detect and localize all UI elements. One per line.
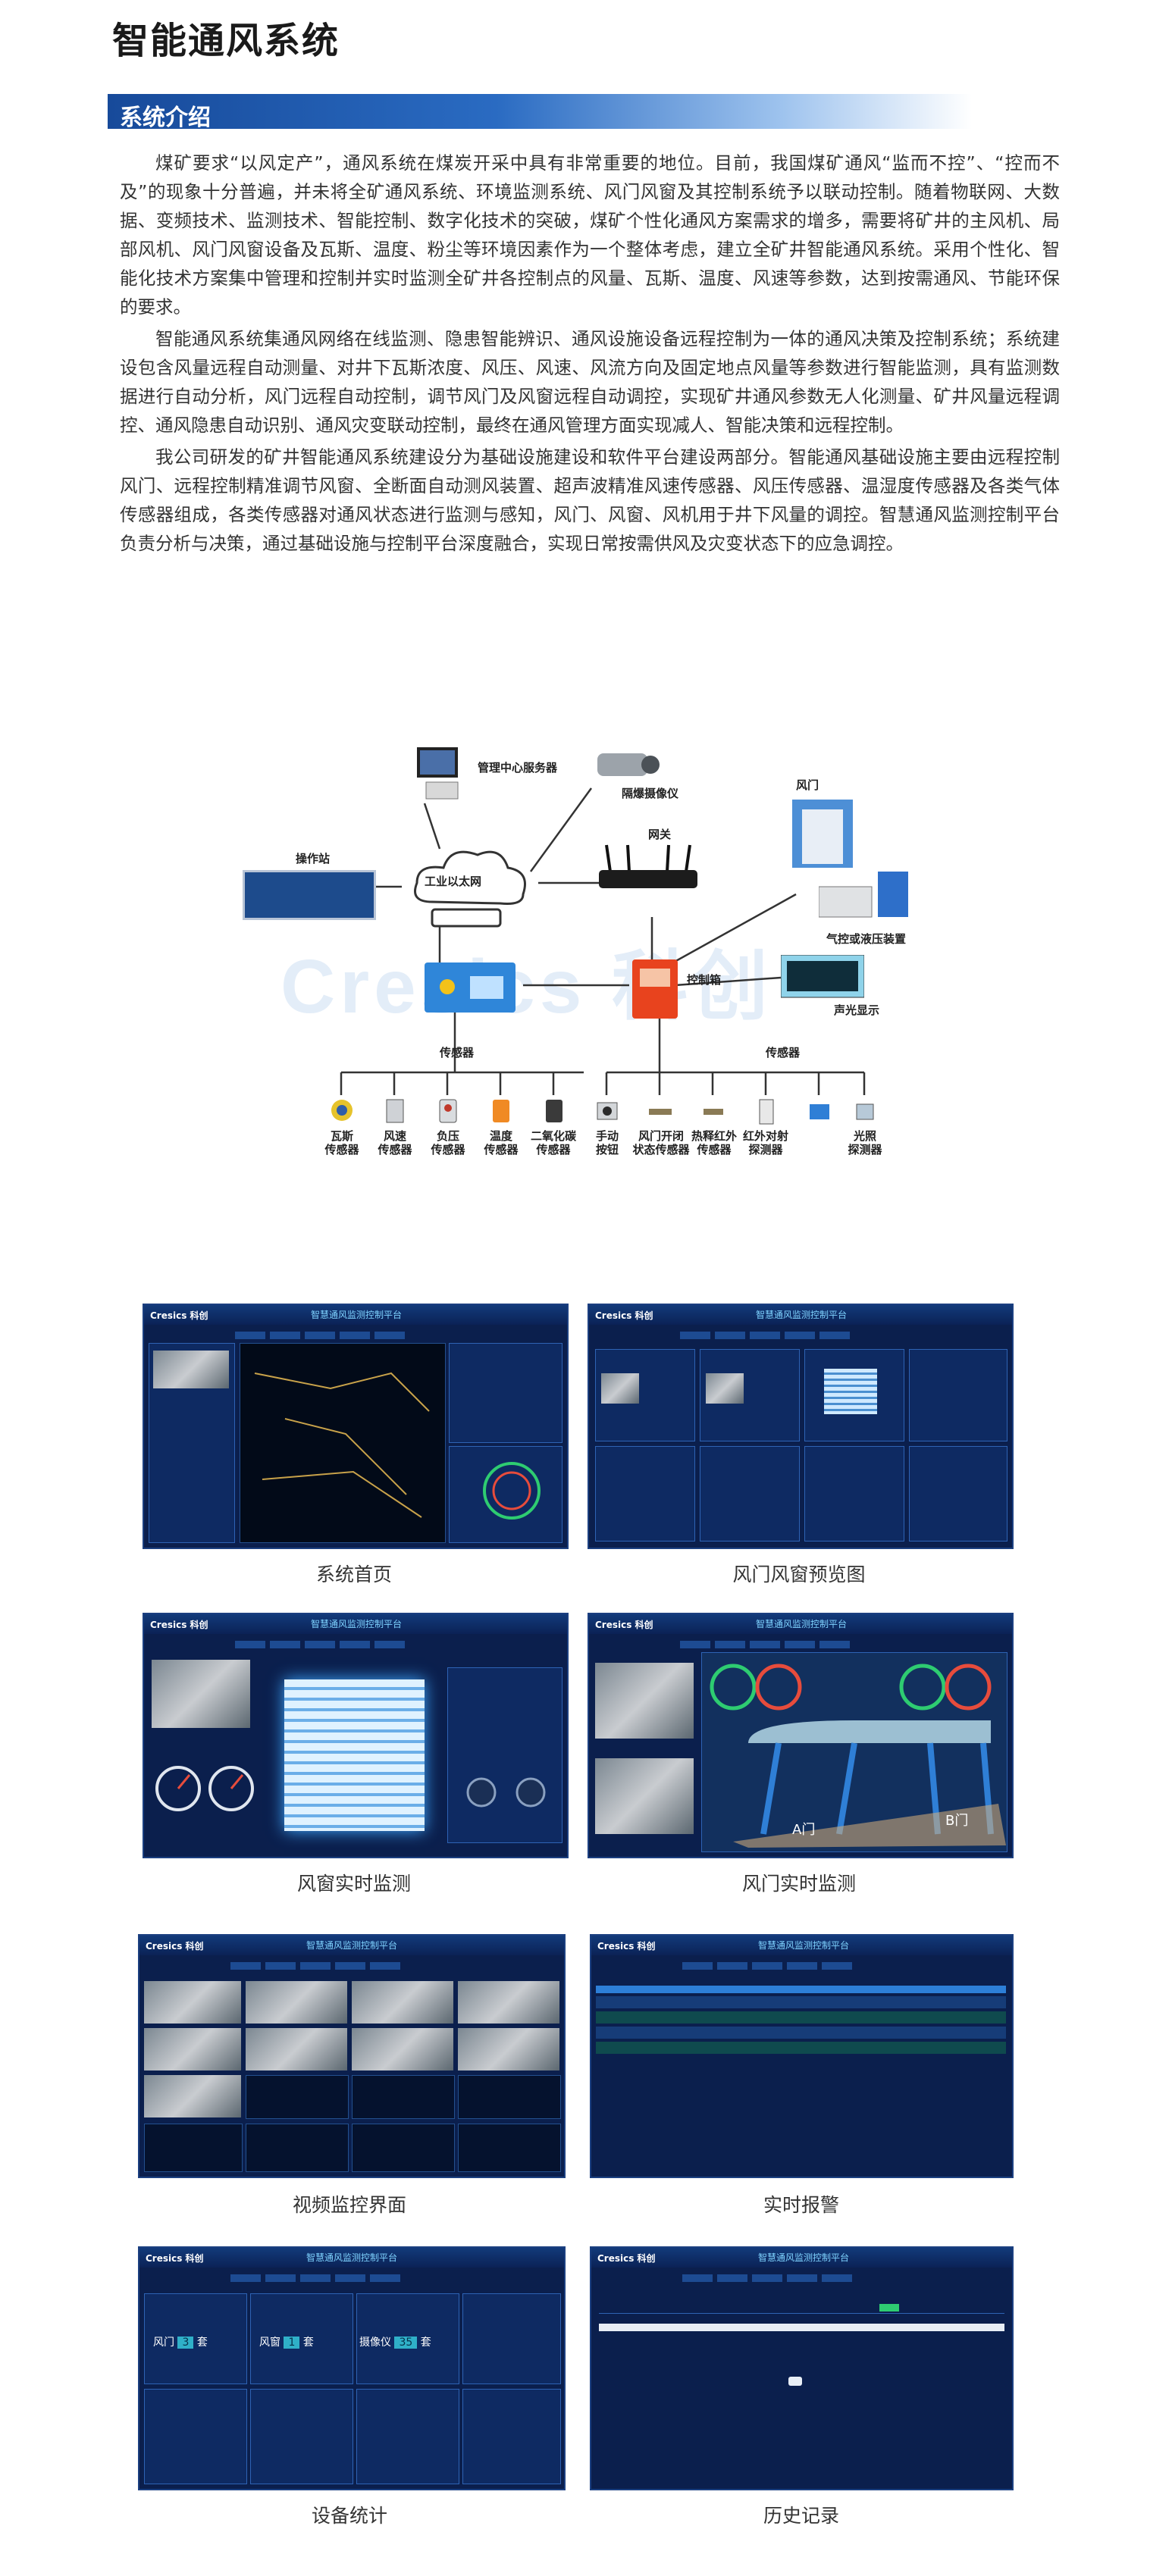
caption-history: 历史记录: [763, 2505, 839, 2527]
co2-sensor-icon: [541, 1097, 567, 1130]
watermark: Cresics 科创: [280, 944, 773, 1029]
section-header: 系统介绍: [108, 94, 972, 131]
caption-alarm: 实时报警: [763, 2194, 839, 2216]
camera-label: 隔爆摄像仪: [622, 787, 679, 800]
sensor-label: 手动按钮: [595, 1129, 619, 1157]
intro-text: 煤矿要求“以风定产”，通风系统在煤炭开采中具有非常重要的地位。目前，我国煤矿通风…: [120, 149, 1060, 561]
door-status-sensor-icon: [647, 1097, 673, 1130]
brand-logo: Cresics 科创: [146, 1941, 204, 1952]
ethernet-cloud-icon: [402, 841, 538, 935]
control-box-icon: [629, 955, 682, 1026]
caption-home: 系统首页: [315, 1563, 392, 1585]
brand-logo: Cresics 科创: [146, 2253, 204, 2264]
brand-logo: Cresics 科创: [150, 1620, 208, 1630]
hydraulic-icon: [818, 872, 910, 928]
infrared-beam-detector-icon: [807, 1097, 832, 1130]
intro-paragraph-2: 智能通风系统集通风网络在线监测、隐患智能辨识、通风设施设备远程控制为一体的通风决…: [120, 328, 1060, 436]
platform-title: 智慧通风监测控制平台: [306, 2252, 397, 2263]
platform-title: 智慧通风监测控制平台: [757, 2252, 849, 2263]
platform-title: 智慧通风监测控制平台: [310, 1619, 402, 1629]
page-title: 智能通风系统: [112, 20, 340, 62]
sensor-label: 风速传感器: [378, 1129, 412, 1157]
substation-icon: [425, 962, 515, 1019]
sensor-group-left-label: 传感器: [440, 1046, 475, 1060]
server-icon: [409, 743, 470, 806]
caption-window-monitor: 风窗实时监测: [296, 1873, 411, 1895]
screen-device-stats: Cresics 科创 智慧通风监测控制平台 风门 3 套 风窗 1 套 摄像仪 3…: [138, 2246, 566, 2490]
platform-title: 智慧通风监测控制平台: [306, 1940, 397, 1951]
sensor-label: 风门开闭状态传感器: [632, 1129, 690, 1157]
pyro-infrared-sensor-icon: [700, 1097, 726, 1130]
server-label: 管理中心服务器: [478, 761, 558, 775]
sensor-label: 二氧化碳传感器: [530, 1129, 576, 1157]
door-b-label: B门: [945, 1813, 969, 1829]
sensor-label: 热释红外传感器: [691, 1129, 737, 1157]
alarm-display-label: 声光显示: [834, 1003, 880, 1017]
control-box-label: 控制箱: [687, 973, 722, 987]
screen-window-monitor: Cresics 科创 智慧通风监测控制平台: [143, 1613, 569, 1858]
caption-video: 视频监控界面: [292, 2194, 406, 2216]
brand-logo: Cresics 科创: [597, 1941, 656, 1952]
brand-logo: Cresics 科创: [595, 1310, 653, 1321]
screen-history: Cresics 科创 智慧通风监测控制平台: [590, 2246, 1014, 2490]
platform-title: 智慧通风监测控制平台: [310, 1310, 402, 1320]
screen-door-monitor: Cresics 科创 智慧通风监测控制平台 A门 B门: [588, 1613, 1014, 1858]
sensor-label: 红外对射探测器: [742, 1129, 788, 1157]
sensor-label: 瓦斯传感器: [324, 1129, 359, 1157]
intro-paragraph-1: 煤矿要求“以风定产”，通风系统在煤炭开采中具有非常重要的地位。目前，我国煤矿通风…: [120, 152, 1060, 318]
sensor-label: 温度传感器: [484, 1129, 519, 1157]
ethernet-label: 工业以太网: [425, 875, 482, 888]
gateway-icon: [599, 841, 697, 897]
workstation-label: 操作站: [296, 852, 331, 865]
platform-title: 智慧通风监测控制平台: [755, 1310, 847, 1320]
temperature-sensor-icon: [488, 1097, 514, 1130]
screen-home: Cresics 科创 智慧通风监测控制平台: [143, 1304, 569, 1549]
brand-logo: Cresics 科创: [597, 2253, 656, 2264]
brand-logo: Cresics 科创: [150, 1310, 208, 1321]
pressure-sensor-icon: [435, 1097, 461, 1130]
screen-alarm: Cresics 科创 智慧通风监测控制平台: [590, 1934, 1014, 2178]
gas-sensor-icon: [329, 1097, 355, 1130]
intro-paragraph-3: 我公司研发的矿井智能通风系统建设分为基础设施建设和软件平台建设两部分。智能通风基…: [120, 446, 1060, 554]
caption-door-window-preview: 风门风窗预览图: [732, 1563, 866, 1585]
sensor-label: 负压传感器: [431, 1129, 465, 1157]
workstation-icon: [243, 870, 376, 920]
caption-door-monitor: 风门实时监测: [741, 1873, 856, 1895]
stat-camera: 摄像仪 35 套: [359, 2337, 431, 2349]
platform-title: 智慧通风监测控制平台: [757, 1940, 849, 1951]
platform-title: 智慧通风监测控制平台: [755, 1619, 847, 1629]
caption-device-stats: 设备统计: [311, 2505, 387, 2527]
infrared-sensor-icon: [754, 1097, 779, 1130]
alarm-display-icon: [780, 954, 865, 1003]
screen-video: Cresics 科创 智慧通风监测控制平台: [138, 1934, 566, 2178]
gateway-label: 网关: [648, 828, 672, 841]
system-diagram: Cresics 科创: [235, 728, 932, 1243]
windspeed-sensor-icon: [382, 1097, 408, 1130]
section-title: 系统介绍: [120, 105, 211, 131]
stat-window: 风窗 1 套: [259, 2337, 314, 2349]
sensor-label: 光照探测器: [848, 1129, 882, 1157]
door-label: 风门: [796, 778, 819, 792]
stat-door: 风门 3 套: [153, 2337, 208, 2349]
door-icon: [788, 796, 857, 875]
brand-logo: Cresics 科创: [595, 1620, 653, 1630]
hydraulic-label: 气控或液压装置: [826, 932, 907, 946]
camera-icon: [591, 743, 660, 791]
door-a-label: A门: [792, 1822, 816, 1838]
sensor-group-right-label: 传感器: [766, 1046, 801, 1060]
manual-button-icon: [594, 1097, 620, 1130]
screen-door-window-preview: Cresics 科创 智慧通风监测控制平台: [588, 1304, 1014, 1549]
light-detector-icon: [852, 1097, 878, 1130]
